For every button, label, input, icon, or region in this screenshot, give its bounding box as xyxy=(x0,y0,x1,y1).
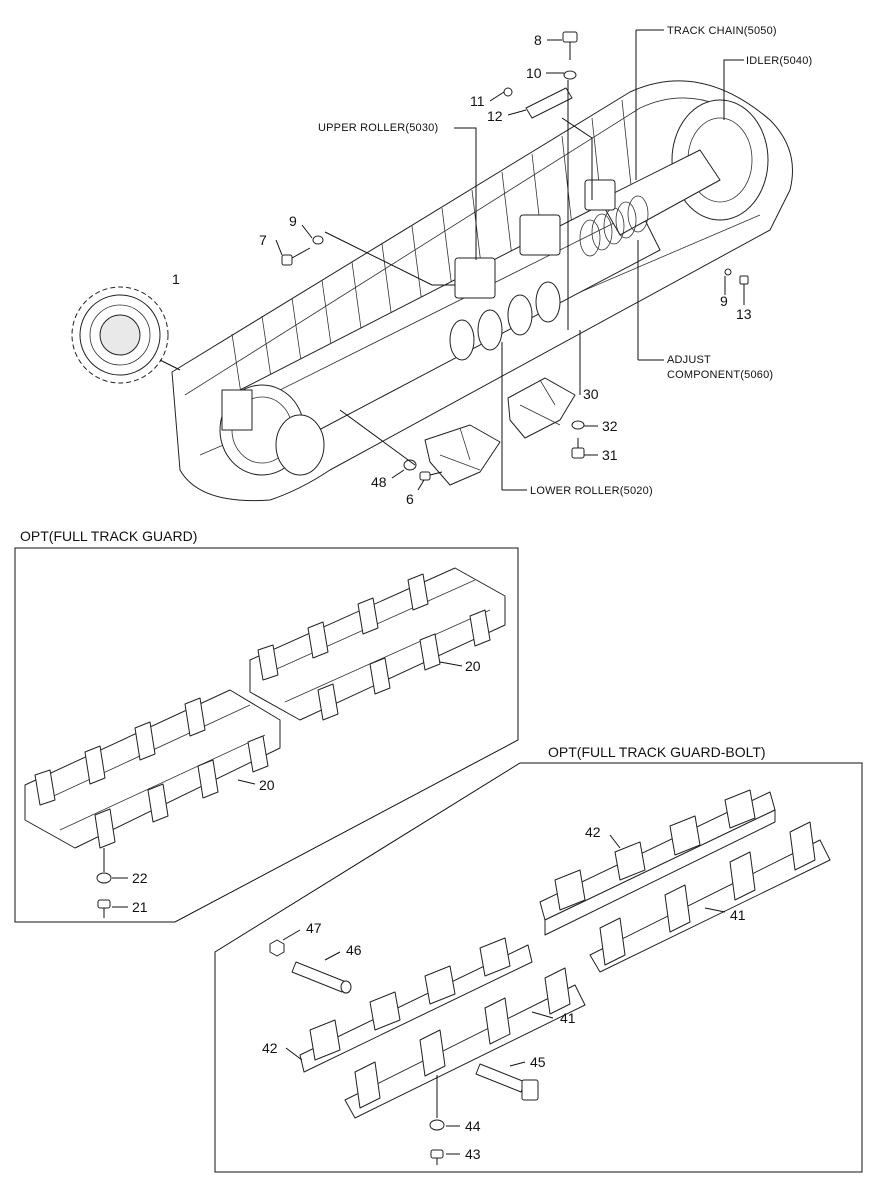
track-guard-drawing xyxy=(424,377,576,486)
part-number: 11 xyxy=(470,93,485,109)
part-number: 22 xyxy=(132,870,148,886)
track-frame-drawing xyxy=(171,80,793,502)
assembly-labels: TRACK CHAIN(5050) IDLER(5040) UPPER ROLL… xyxy=(318,25,812,497)
part-number: 12 xyxy=(487,108,503,124)
part-number: 30 xyxy=(583,386,599,402)
part-number: 42 xyxy=(262,1040,278,1056)
part-number: 10 xyxy=(526,65,542,81)
part-number: 32 xyxy=(602,418,618,434)
label-opt-full-track-guard-bolt: OPT(FULL TRACK GUARD-BOLT) xyxy=(548,744,766,760)
part-number: 48 xyxy=(371,474,387,490)
option-box-full-track-guard-bolt xyxy=(214,762,863,1173)
part-number: 1 xyxy=(172,271,180,287)
leader-lines xyxy=(275,29,745,491)
label-idler: IDLER(5040) xyxy=(746,55,812,67)
hardware-drawing xyxy=(281,31,749,481)
part-number-labels: 1 6 7 8 9 9 10 11 12 13 20 20 21 22 30 3… xyxy=(132,32,752,1162)
part-number: 44 xyxy=(465,1118,481,1134)
part-number: 7 xyxy=(259,232,267,248)
part-number: 6 xyxy=(406,491,414,507)
option-labels: OPT(FULL TRACK GUARD) OPT(FULL TRACK GUA… xyxy=(20,528,766,760)
part-number: 8 xyxy=(534,32,542,48)
part-number: 43 xyxy=(465,1146,481,1162)
part-number: 41 xyxy=(730,907,746,923)
part-number: 21 xyxy=(132,899,148,915)
label-adjust-line1: ADJUST xyxy=(667,354,711,366)
part-number: 9 xyxy=(289,213,297,229)
label-track-chain: TRACK CHAIN(5050) xyxy=(667,25,777,37)
part-number: 20 xyxy=(259,777,275,793)
part-number: 45 xyxy=(530,1054,546,1070)
sprocket-drawing xyxy=(71,286,181,384)
part-number: 47 xyxy=(306,920,322,936)
part-number: 9 xyxy=(720,293,728,309)
part-number: 13 xyxy=(736,306,752,322)
label-adjust-line2: COMPONENT(5060) xyxy=(667,369,773,381)
part-number: 41 xyxy=(560,1010,576,1026)
option-box-full-track-guard xyxy=(14,547,519,923)
part-number: 20 xyxy=(465,658,481,674)
label-lower-roller: LOWER ROLLER(5020) xyxy=(530,485,653,497)
label-upper-roller: UPPER ROLLER(5030) xyxy=(318,122,438,134)
part-number: 31 xyxy=(602,447,618,463)
part-number: 46 xyxy=(346,942,362,958)
label-opt-full-track-guard: OPT(FULL TRACK GUARD) xyxy=(20,528,197,544)
part-number: 42 xyxy=(585,824,601,840)
